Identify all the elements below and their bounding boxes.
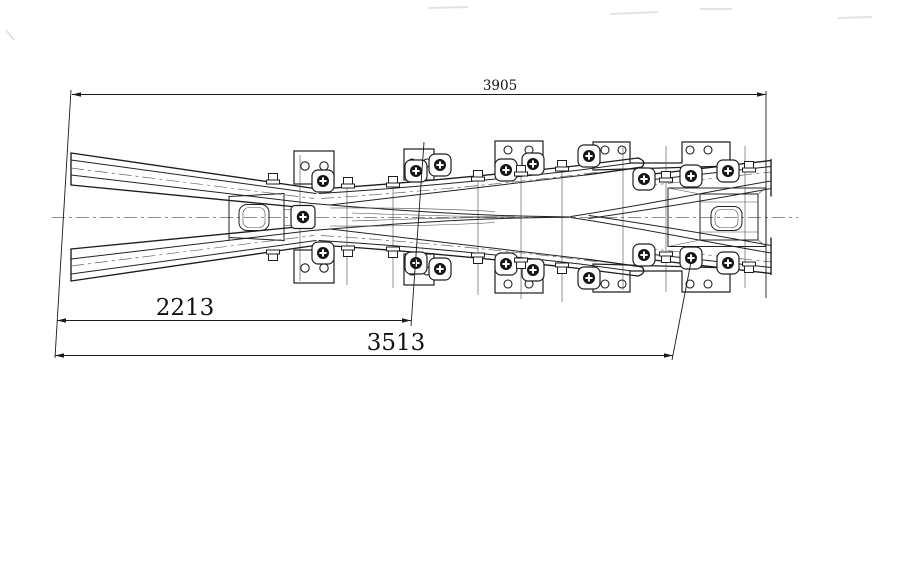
clamp-bolt <box>679 246 703 270</box>
clamp-bolt <box>428 257 452 281</box>
clamp-bolt <box>632 243 656 267</box>
hex-bolt <box>341 177 355 189</box>
extension-line-right <box>410 141 425 327</box>
hex-bolt <box>659 171 673 183</box>
clamp-bolt <box>577 144 601 168</box>
dimension-lower-3513: 3513 <box>55 261 692 361</box>
hex-bolt <box>555 160 569 172</box>
clamp-bolt <box>311 241 335 265</box>
clamp-bolt <box>494 252 518 276</box>
hex-bolt <box>266 249 280 261</box>
clamp-bolt <box>404 159 428 183</box>
extension-line-right <box>671 261 692 361</box>
dimension-value-lower: 3513 <box>367 330 426 356</box>
spacer-block <box>228 193 292 242</box>
hex-bolt <box>386 176 400 188</box>
dimension-middle-2213: 2213 <box>57 141 425 327</box>
hex-bolt <box>514 165 528 177</box>
hex-bolt <box>514 257 528 269</box>
scan-artifacts <box>5 6 873 41</box>
hex-bolt <box>471 170 485 182</box>
clamp-bolt <box>577 266 601 290</box>
hex-bolt <box>742 261 756 273</box>
center-clamp-bolt <box>290 204 316 230</box>
clamp-bolt <box>494 158 518 182</box>
dimension-value-overall: 3905 <box>483 78 517 94</box>
toe-rail-top <box>70 152 319 209</box>
baseplate-bottom-4-notched <box>592 263 731 293</box>
hex-bolt <box>742 161 756 173</box>
hex-bolt <box>555 262 569 274</box>
hex-bolt <box>659 251 673 263</box>
hex-bolt <box>386 246 400 258</box>
extension-line-left <box>54 89 72 359</box>
baseplate-top-4-notched <box>592 141 731 171</box>
dimension-overall-3905: 3905 <box>54 78 767 359</box>
clamp-bolt <box>716 159 740 183</box>
clamp-bolt <box>428 153 452 177</box>
clamp-bolt <box>311 169 335 193</box>
hex-bolt <box>266 173 280 185</box>
clamp-bolt <box>632 167 656 191</box>
frog-casting-bottom <box>311 215 772 277</box>
hex-bolt <box>471 252 485 264</box>
clamp-bolt <box>679 164 703 188</box>
dimension-value-middle: 2213 <box>156 295 215 321</box>
toe-rail-bottom <box>70 225 319 282</box>
hex-bolt <box>341 245 355 257</box>
clamp-bolt <box>716 251 740 275</box>
